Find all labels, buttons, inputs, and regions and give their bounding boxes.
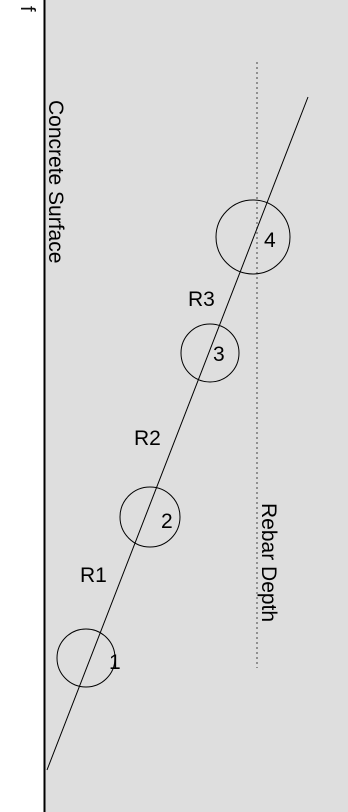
- segment-label-r3: R3: [188, 288, 215, 311]
- concrete-surface-label: Concrete Surface: [44, 100, 67, 263]
- point-label-3: 3: [213, 343, 225, 366]
- segment-label-r2: R2: [134, 427, 161, 450]
- measurement-circle-2: [119, 486, 181, 548]
- point-label-1: 1: [109, 651, 121, 674]
- rebar-depth-label: Rebar Depth: [257, 503, 280, 622]
- point-label-2: 2: [161, 510, 173, 533]
- measurement-circle-3: [180, 323, 240, 383]
- measurement-circle-1: [56, 628, 116, 688]
- concrete-block: [45, 0, 348, 812]
- segment-label-r1: R1: [80, 564, 107, 587]
- point-label-4: 4: [264, 229, 276, 252]
- measurement-circle-4: [215, 199, 291, 275]
- page-margin: f: [0, 0, 44, 812]
- cropped-page-text: f: [2, 6, 42, 810]
- scan-path-line: [46, 96, 309, 771]
- cropped-page-text-fragment: f: [16, 6, 38, 13]
